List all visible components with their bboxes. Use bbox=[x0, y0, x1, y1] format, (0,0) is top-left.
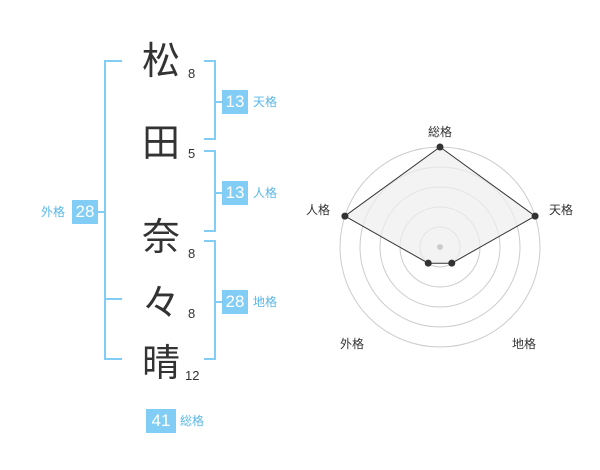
chikaku-connector bbox=[216, 301, 222, 303]
tenkaku-label: 天格 bbox=[253, 95, 278, 109]
gaikaku-connector bbox=[98, 211, 106, 213]
name-char-5: 晴 bbox=[142, 341, 181, 385]
stroke-count-1: 8 bbox=[188, 66, 196, 81]
radar-point bbox=[448, 259, 456, 267]
radar-label-chikaku: 地格 bbox=[512, 337, 537, 351]
gaikaku-label: 外格 bbox=[41, 205, 66, 219]
soukaku-label: 総格 bbox=[180, 414, 205, 428]
gaikaku-bracket bbox=[104, 60, 122, 360]
radar-label-jinkaku: 人格 bbox=[306, 203, 331, 217]
radar-area bbox=[343, 146, 537, 264]
radar-center-dot bbox=[437, 244, 443, 250]
radar-point bbox=[436, 143, 444, 151]
jinkaku-connector bbox=[216, 192, 222, 194]
stroke-count-2: 5 bbox=[188, 146, 196, 161]
name-char-2: 田 bbox=[142, 121, 181, 165]
name-char-1: 松 bbox=[142, 39, 181, 83]
radar-point bbox=[341, 212, 349, 220]
stroke-count-3: 8 bbox=[188, 246, 196, 261]
tenkaku-bracket bbox=[204, 60, 216, 140]
jinkaku-label: 人格 bbox=[253, 186, 278, 200]
jinkaku-value: 13 bbox=[222, 181, 248, 205]
tenkaku-value: 13 bbox=[222, 90, 248, 114]
stroke-count-4: 8 bbox=[188, 306, 196, 321]
radar-point bbox=[531, 212, 539, 220]
name-char-3: 奈 bbox=[142, 215, 181, 259]
gaikaku-value: 28 bbox=[72, 200, 98, 224]
radar-label-tenkaku: 天格 bbox=[549, 203, 574, 217]
radar-label-soukaku: 総格 bbox=[428, 125, 453, 139]
jinkaku-bracket bbox=[204, 150, 216, 232]
chikaku-bracket bbox=[204, 240, 216, 360]
name-char-4: 々 bbox=[142, 281, 181, 325]
radar-label-gaikaku: 外格 bbox=[340, 337, 365, 351]
radar-point bbox=[424, 259, 432, 267]
gaikaku-tick bbox=[104, 298, 122, 300]
soukaku-value: 41 bbox=[146, 409, 176, 433]
chikaku-label: 地格 bbox=[253, 295, 278, 309]
stroke-count-5: 12 bbox=[185, 368, 200, 383]
chikaku-value: 28 bbox=[222, 290, 248, 314]
tenkaku-connector bbox=[216, 101, 222, 103]
